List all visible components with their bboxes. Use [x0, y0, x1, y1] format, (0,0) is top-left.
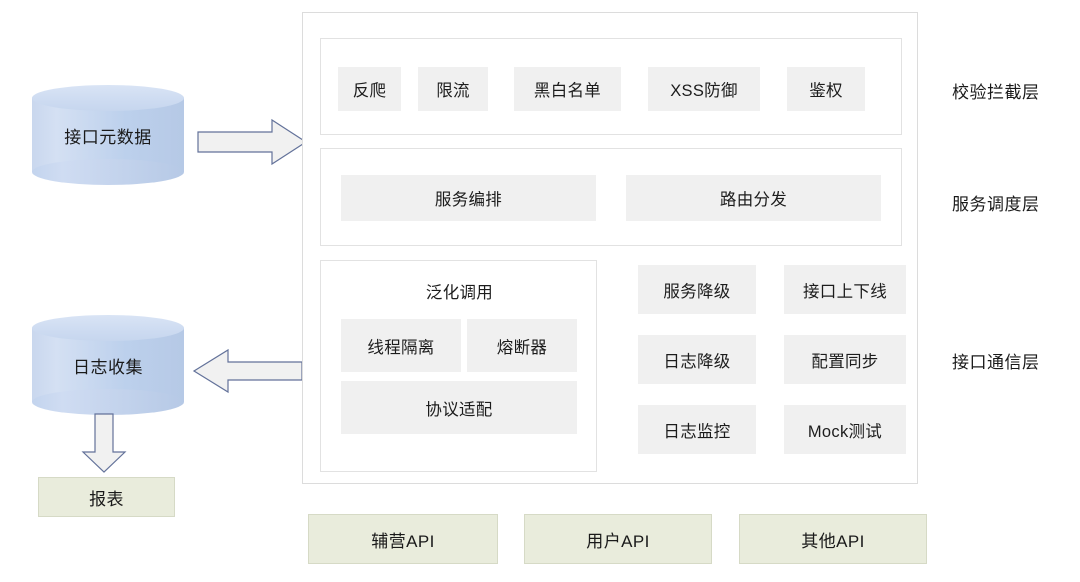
- cylinder-interface-metadata[interactable]: 接口元数据: [32, 85, 184, 185]
- chip-log-degradation[interactable]: 日志降级: [638, 335, 756, 384]
- report-box[interactable]: 报表: [38, 477, 175, 517]
- chip-service-degradation[interactable]: 服务降级: [638, 265, 756, 314]
- chip-thread-isolation[interactable]: 线程隔离: [341, 319, 461, 372]
- chip-blacklist-whitelist[interactable]: 黑白名单: [514, 67, 621, 111]
- cylinder-bottom-ellipse: [32, 159, 184, 185]
- cylinder-bottom-ellipse: [32, 389, 184, 415]
- chip-xss-defense[interactable]: XSS防御: [648, 67, 760, 111]
- chip-service-orchestration[interactable]: 服务编排: [341, 175, 596, 221]
- layer-panel-scheduling: 服务编排 路由分发: [320, 148, 902, 246]
- chip-log-monitoring[interactable]: 日志监控: [638, 405, 756, 454]
- chip-authorization[interactable]: 鉴权: [787, 67, 865, 111]
- chip-route-dispatch[interactable]: 路由分发: [626, 175, 881, 221]
- layer-group-communication: 泛化调用 线程隔离 熔断器 协议适配 服务降级 接口上下线 日志降级 配置同步 …: [320, 260, 906, 472]
- chip-rate-limit[interactable]: 限流: [418, 67, 488, 111]
- cylinder-log-collection[interactable]: 日志收集: [32, 315, 184, 415]
- cylinder-label: 日志收集: [73, 357, 143, 377]
- chip-circuit-breaker[interactable]: 熔断器: [467, 319, 577, 372]
- cylinder-label: 接口元数据: [64, 127, 152, 147]
- label-generic-invocation: 泛化调用: [425, 284, 494, 302]
- chip-mock-testing[interactable]: Mock测试: [784, 405, 906, 454]
- arrow-logs-to-report: [80, 412, 128, 474]
- layer-panel-validation: 反爬 限流 黑白名单 XSS防御 鉴权: [320, 38, 902, 135]
- arrow-stack-to-logs: [192, 348, 304, 394]
- sub-panel-generic-invocation: 泛化调用 线程隔离 熔断器 协议适配: [320, 260, 597, 472]
- api-box-ancillary[interactable]: 辅营API: [308, 514, 498, 564]
- layer-label-communication: 接口通信层: [952, 353, 1040, 372]
- chip-anti-crawler[interactable]: 反爬: [338, 67, 401, 111]
- service-stack-container: 反爬 限流 黑白名单 XSS防御 鉴权 服务编排 路由分发 泛化调用 线程隔离 …: [302, 12, 918, 484]
- chip-config-sync[interactable]: 配置同步: [784, 335, 906, 384]
- api-box-user[interactable]: 用户API: [524, 514, 712, 564]
- api-box-other[interactable]: 其他API: [739, 514, 927, 564]
- arrow-metadata-to-stack: [196, 118, 308, 166]
- cylinder-top-ellipse: [32, 85, 184, 111]
- layer-label-scheduling: 服务调度层: [952, 195, 1040, 214]
- chip-protocol-adaptation[interactable]: 协议适配: [341, 381, 577, 434]
- chip-interface-online-offline[interactable]: 接口上下线: [784, 265, 906, 314]
- layer-label-validation: 校验拦截层: [952, 83, 1040, 102]
- cylinder-top-ellipse: [32, 315, 184, 341]
